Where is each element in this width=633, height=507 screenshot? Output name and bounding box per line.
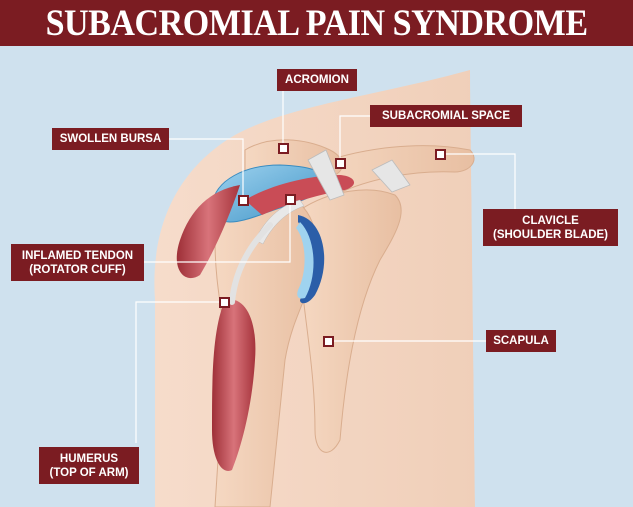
marker-swollen-bursa: [238, 195, 249, 206]
label-inflamed-tendon: INFLAMED TENDON (ROTATOR CUFF): [11, 244, 144, 281]
ligament-1: [307, 149, 345, 201]
biceps-tendon: [229, 222, 273, 305]
label-acromion: ACROMION: [277, 69, 357, 91]
leader-tendon: [143, 199, 291, 263]
label-subacromial-space: SUBACROMIAL SPACE: [370, 105, 522, 127]
marker-scapula: [323, 336, 334, 347]
leader-subacromial: [339, 115, 370, 163]
tendon-white: [254, 199, 305, 245]
label-scapula: SCAPULA: [486, 330, 556, 352]
leader-humerus: [135, 301, 225, 443]
page-title: SUBACROMIAL PAIN SYNDROME: [45, 2, 588, 44]
shoulder-illustration: [135, 60, 633, 507]
label-swollen-bursa: SWOLLEN BURSA: [52, 128, 169, 150]
title-banner: SUBACROMIAL PAIN SYNDROME: [0, 0, 633, 46]
ligament-2: [371, 159, 411, 193]
leader-swollen-bursa: [168, 138, 244, 200]
marker-acromion: [278, 143, 289, 154]
marker-subacromial: [335, 158, 346, 169]
marker-tendon: [285, 194, 296, 205]
deltoid-muscle: [176, 185, 240, 279]
biceps-muscle: [212, 299, 256, 471]
glenoid-cartilage-light: [296, 222, 314, 299]
marker-humerus: [219, 297, 230, 308]
neck-shape: [470, 60, 633, 507]
leader-clavicle: [441, 153, 516, 210]
scapula-bone: [299, 189, 402, 453]
marker-clavicle: [435, 149, 446, 160]
label-humerus: HUMERUS (TOP OF ARM): [39, 447, 139, 484]
label-clavicle: CLAVICLE (SHOULDER BLADE): [483, 209, 618, 246]
